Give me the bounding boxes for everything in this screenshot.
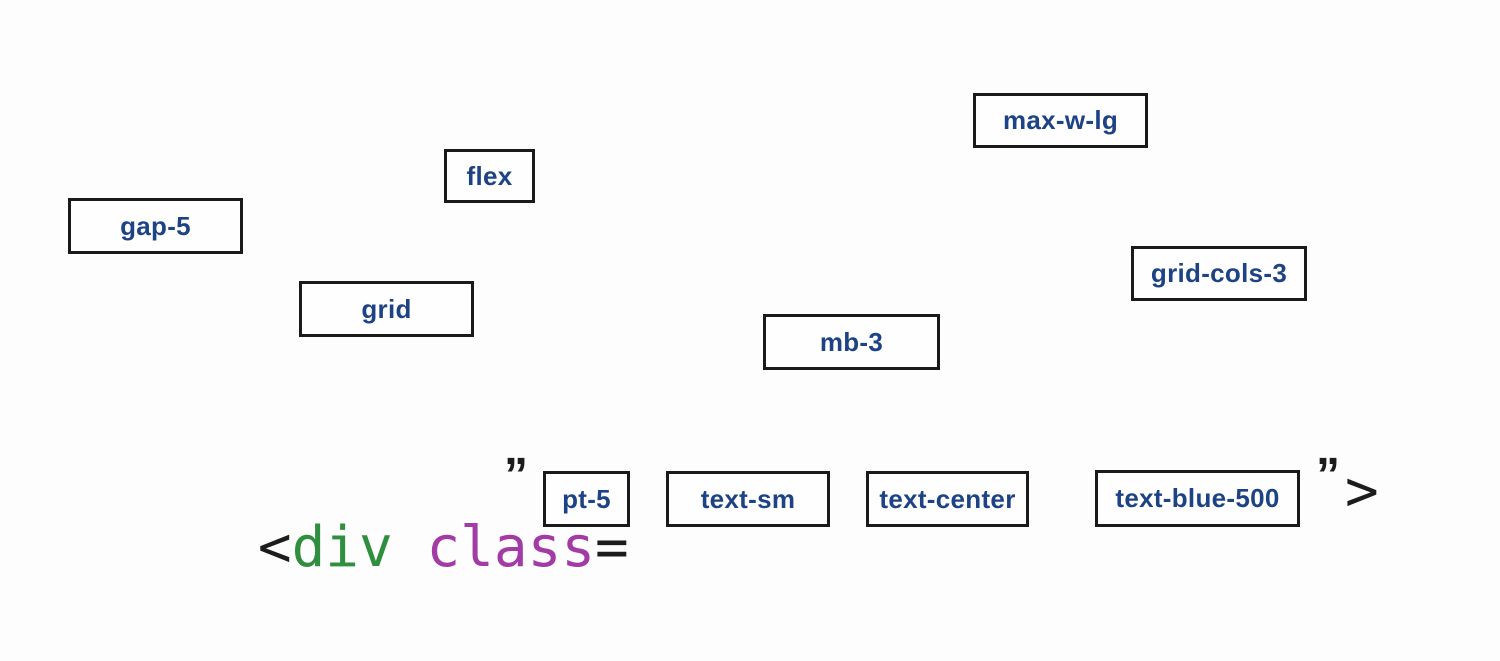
chip-label-mb-3: mb-3 [819, 326, 884, 357]
class-chip-text-center: text-center [866, 471, 1029, 527]
chip-label-text-center: text-center [879, 483, 1016, 514]
class-chip-pt-5: pt-5 [543, 471, 630, 527]
class-chip-max-w-lg: max-w-lg [973, 93, 1148, 148]
close-angle-bracket: > [1345, 459, 1379, 524]
chip-label-pt-5: pt-5 [562, 483, 611, 514]
class-chip-text-blue-500: text-blue-500 [1095, 470, 1300, 527]
chip-label-grid-cols-3: grid-cols-3 [1150, 258, 1288, 288]
class-chip-grid-cols-3: grid-cols-3 [1131, 246, 1307, 301]
open-quote-mark: ” [504, 449, 528, 502]
code-snippet-open: <div class= [123, 464, 629, 632]
close-quote-mark: ” [1316, 449, 1340, 502]
equals-sign: = [595, 515, 629, 580]
class-chip-grid: grid [299, 281, 474, 337]
class-chip-mb-3: mb-3 [763, 314, 940, 370]
chip-label-grid: grid [361, 293, 412, 324]
class-chip-gap-5: gap-5 [68, 198, 243, 254]
chip-label-text-blue-500: text-blue-500 [1115, 483, 1280, 513]
chip-label-max-w-lg: max-w-lg [1002, 105, 1119, 135]
code-space [393, 515, 427, 580]
chip-label-text-sm: text-sm [700, 483, 796, 514]
class-chip-flex: flex [444, 149, 535, 203]
attribute-name: class [426, 515, 596, 580]
class-chip-text-sm: text-sm [666, 471, 830, 527]
chip-label-flex: flex [466, 160, 513, 191]
open-angle-bracket: < [257, 515, 292, 580]
tag-name: div [291, 515, 393, 580]
chip-label-gap-5: gap-5 [120, 210, 191, 241]
